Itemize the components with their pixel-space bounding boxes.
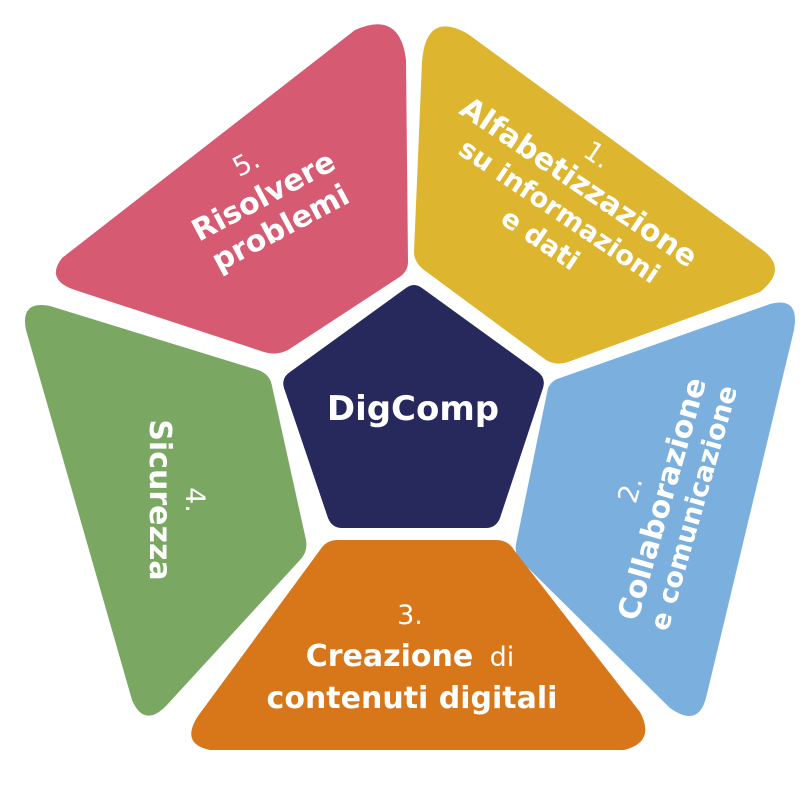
center-pentagon-shape (283, 285, 544, 528)
segment-risolvere-problemi: 5. Risolvere problemi (55, 24, 408, 354)
segment-3-shape (191, 540, 646, 750)
segment-3-line2: contenuti digitali (267, 681, 558, 716)
segment-sicurezza: 4. Sicurezza (25, 305, 307, 716)
center-digcomp: DigComp (283, 285, 544, 528)
segment-3-line1-main: Creazione (306, 639, 473, 674)
segment-collaborazione: 2. Collaborazione e comunicazione (515, 302, 795, 716)
segment-1-shape (414, 26, 775, 364)
segment-4-number: 4. (179, 487, 210, 513)
segment-3-line1-suffix: di (490, 642, 515, 673)
segment-alfabetizzazione: 1. Alfabetizzazione su informazioni e da… (414, 26, 775, 364)
segment-3-line1: Creazione di (306, 639, 515, 674)
segment-4-line1: Sicurezza (142, 419, 177, 580)
segment-3-number: 3. (397, 600, 423, 631)
segment-5-shape (55, 24, 408, 354)
segment-2-shape (515, 302, 795, 716)
segment-creazione: 3. Creazione di contenuti digitali (191, 540, 646, 750)
segment-4-shape (25, 305, 307, 716)
center-label: DigComp (327, 389, 499, 429)
